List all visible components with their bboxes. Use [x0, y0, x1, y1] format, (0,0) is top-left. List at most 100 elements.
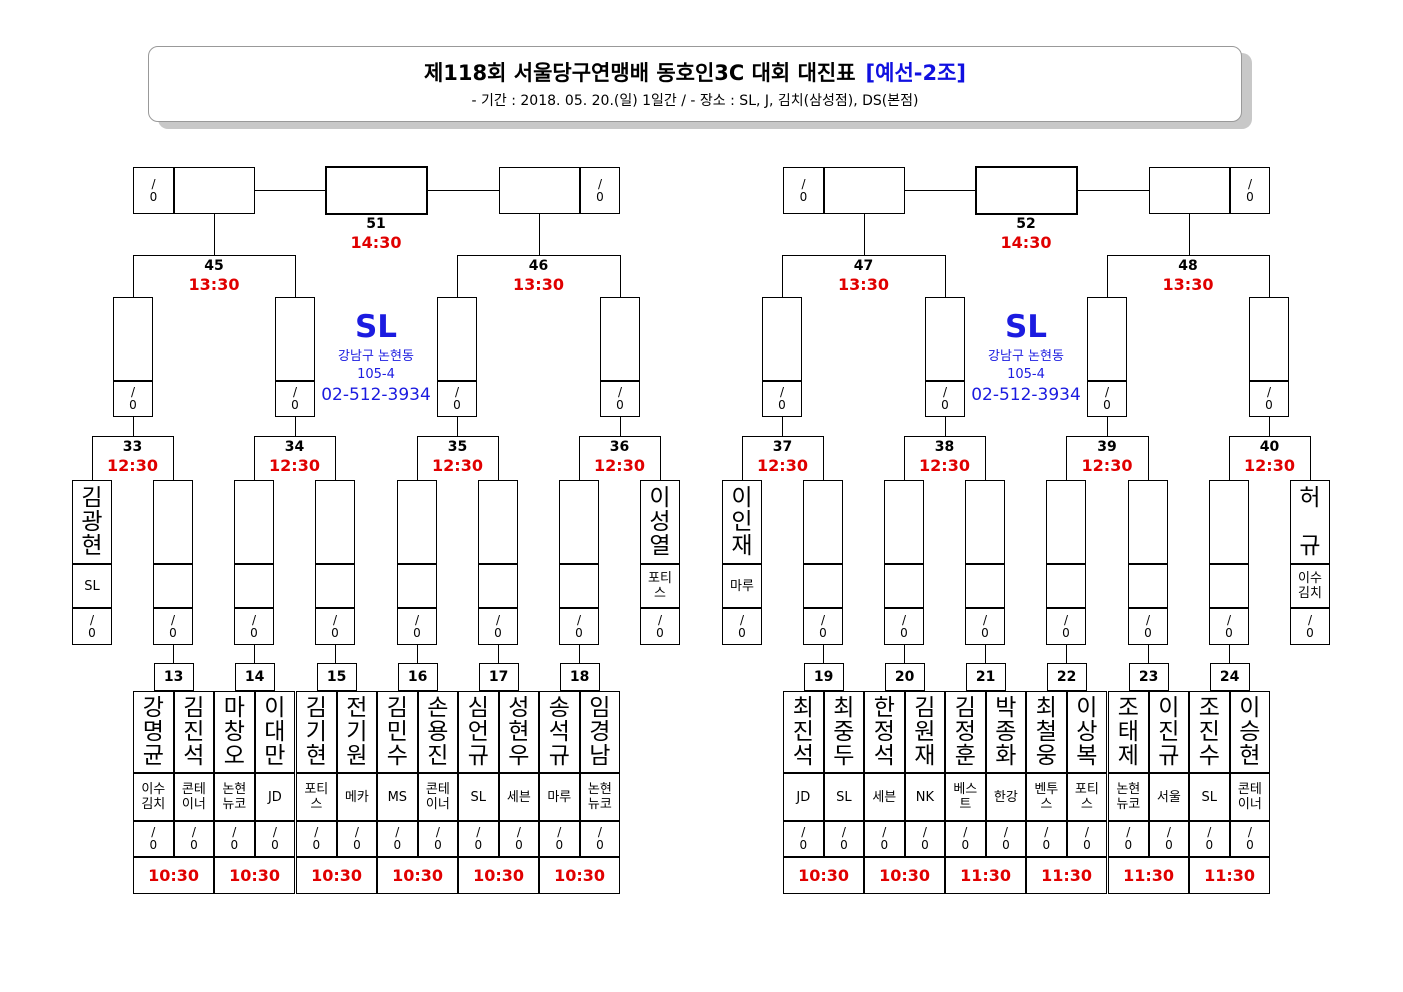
winner-slot[interactable] [397, 480, 437, 564]
finalist-slot[interactable] [499, 167, 580, 214]
score-cell[interactable]: /0 [377, 821, 418, 857]
winner-slot[interactable] [925, 297, 965, 381]
score-cell[interactable]: /0 [559, 608, 599, 645]
connector-line [579, 436, 660, 437]
score-cell[interactable]: /0 [1290, 608, 1330, 645]
winner-slot[interactable] [1128, 480, 1168, 564]
score-cell[interactable]: /0 [864, 821, 905, 857]
score-cell[interactable]: /0 [762, 381, 802, 417]
score-cell[interactable]: /0 [234, 608, 274, 645]
score-cell[interactable]: /0 [498, 821, 540, 857]
winner-slot[interactable] [1087, 297, 1127, 381]
score-cell[interactable]: /0 [640, 608, 680, 645]
score-cell[interactable]: /0 [1249, 381, 1289, 417]
winner-slot[interactable] [803, 480, 843, 564]
score-cell[interactable]: /0 [1229, 821, 1271, 857]
score-cell[interactable]: /0 [133, 821, 174, 857]
match-number: 40 [1259, 439, 1280, 455]
finalist-slot[interactable] [824, 167, 905, 214]
winner-slot[interactable] [1249, 297, 1289, 381]
winner-slot[interactable] [153, 480, 193, 564]
score-cell[interactable]: /0 [113, 381, 153, 417]
winner-slot[interactable] [884, 480, 924, 564]
player-club: 세븐 [498, 773, 540, 821]
score-cell[interactable]: /0 [783, 167, 824, 214]
score-cell[interactable]: /0 [1128, 608, 1168, 645]
winner-slot[interactable] [762, 297, 802, 381]
bye-player-club: 마루 [722, 564, 762, 608]
match-time: 10:30 [783, 857, 865, 894]
score-cell[interactable]: /0 [72, 608, 112, 645]
score-cell[interactable]: /0 [803, 608, 843, 645]
score-cell[interactable]: /0 [153, 608, 193, 645]
score-cell[interactable]: /0 [296, 821, 337, 857]
player-club: 벤투스 [1026, 773, 1067, 821]
score-cell[interactable]: /0 [945, 821, 986, 857]
winner-slot[interactable] [113, 297, 153, 381]
winner-slot[interactable] [437, 297, 477, 381]
score-cell[interactable]: /0 [173, 821, 215, 857]
winner-slot[interactable] [1209, 480, 1249, 564]
match-time: 10:30 [133, 857, 215, 894]
score-cell[interactable]: /0 [133, 167, 174, 214]
score-cell[interactable]: /0 [458, 821, 499, 857]
score-cell[interactable]: /0 [579, 821, 621, 857]
match-time: 12:30 [432, 456, 483, 475]
score-cell[interactable]: /0 [600, 381, 640, 417]
score-cell[interactable]: /0 [397, 608, 437, 645]
connector-line [1148, 436, 1149, 480]
match-time: 11:30 [1108, 857, 1190, 894]
score-cell[interactable]: /0 [722, 608, 762, 645]
score-cell[interactable]: /0 [1108, 821, 1149, 857]
score-cell[interactable]: /0 [214, 821, 255, 857]
score-cell[interactable]: /0 [580, 167, 620, 214]
score-cell[interactable]: /0 [1189, 821, 1230, 857]
connector-line [620, 255, 621, 297]
winner-slot[interactable] [478, 480, 518, 564]
score-cell[interactable]: /0 [783, 821, 824, 857]
player-club: JD [783, 773, 824, 821]
winner-slot[interactable] [275, 297, 315, 381]
venue-address-number: 105-4 [357, 367, 395, 382]
score-cell[interactable]: /0 [1148, 821, 1190, 857]
winner-slot[interactable] [315, 480, 355, 564]
finalist-slot[interactable] [1149, 167, 1230, 214]
score-cell[interactable]: /0 [539, 821, 580, 857]
score-cell[interactable]: /0 [823, 821, 865, 857]
score-cell[interactable]: /0 [1066, 821, 1108, 857]
score-cell[interactable]: /0 [417, 821, 459, 857]
score-cell[interactable]: /0 [884, 608, 924, 645]
score-cell[interactable]: /0 [925, 381, 965, 417]
score-cell[interactable]: /0 [965, 608, 1005, 645]
winner-slot[interactable] [600, 297, 640, 381]
score-cell[interactable]: /0 [1087, 381, 1127, 417]
winner-slot[interactable] [559, 480, 599, 564]
score-cell[interactable]: /0 [315, 608, 355, 645]
score-cell[interactable]: /0 [1026, 821, 1067, 857]
score-cell[interactable]: /0 [1230, 167, 1270, 214]
connector-line [579, 436, 580, 480]
tournament-title: 제118회 서울당구연맹배 동호인3C 대회 대진표 [423, 61, 856, 85]
champion-slot[interactable] [975, 166, 1078, 215]
connector-line [133, 255, 295, 256]
player-club: 마루 [539, 773, 580, 821]
score-cell[interactable]: /0 [254, 821, 296, 857]
winner-slot[interactable] [1046, 480, 1086, 564]
score-cell[interactable]: /0 [437, 381, 477, 417]
winner-slot[interactable] [234, 480, 274, 564]
connector-line [539, 214, 540, 255]
score-cell[interactable]: /0 [275, 381, 315, 417]
score-cell[interactable]: /0 [1209, 608, 1249, 645]
winner-club-slot [803, 564, 843, 608]
player-club: 콘테이너 [173, 773, 215, 821]
score-cell[interactable]: /0 [904, 821, 946, 857]
score-cell[interactable]: /0 [1046, 608, 1086, 645]
score-cell[interactable]: /0 [478, 608, 518, 645]
champion-slot[interactable] [325, 166, 428, 215]
score-cell[interactable]: /0 [336, 821, 378, 857]
score-cell[interactable]: /0 [985, 821, 1027, 857]
finalist-slot[interactable] [174, 167, 255, 214]
winner-slot[interactable] [965, 480, 1005, 564]
